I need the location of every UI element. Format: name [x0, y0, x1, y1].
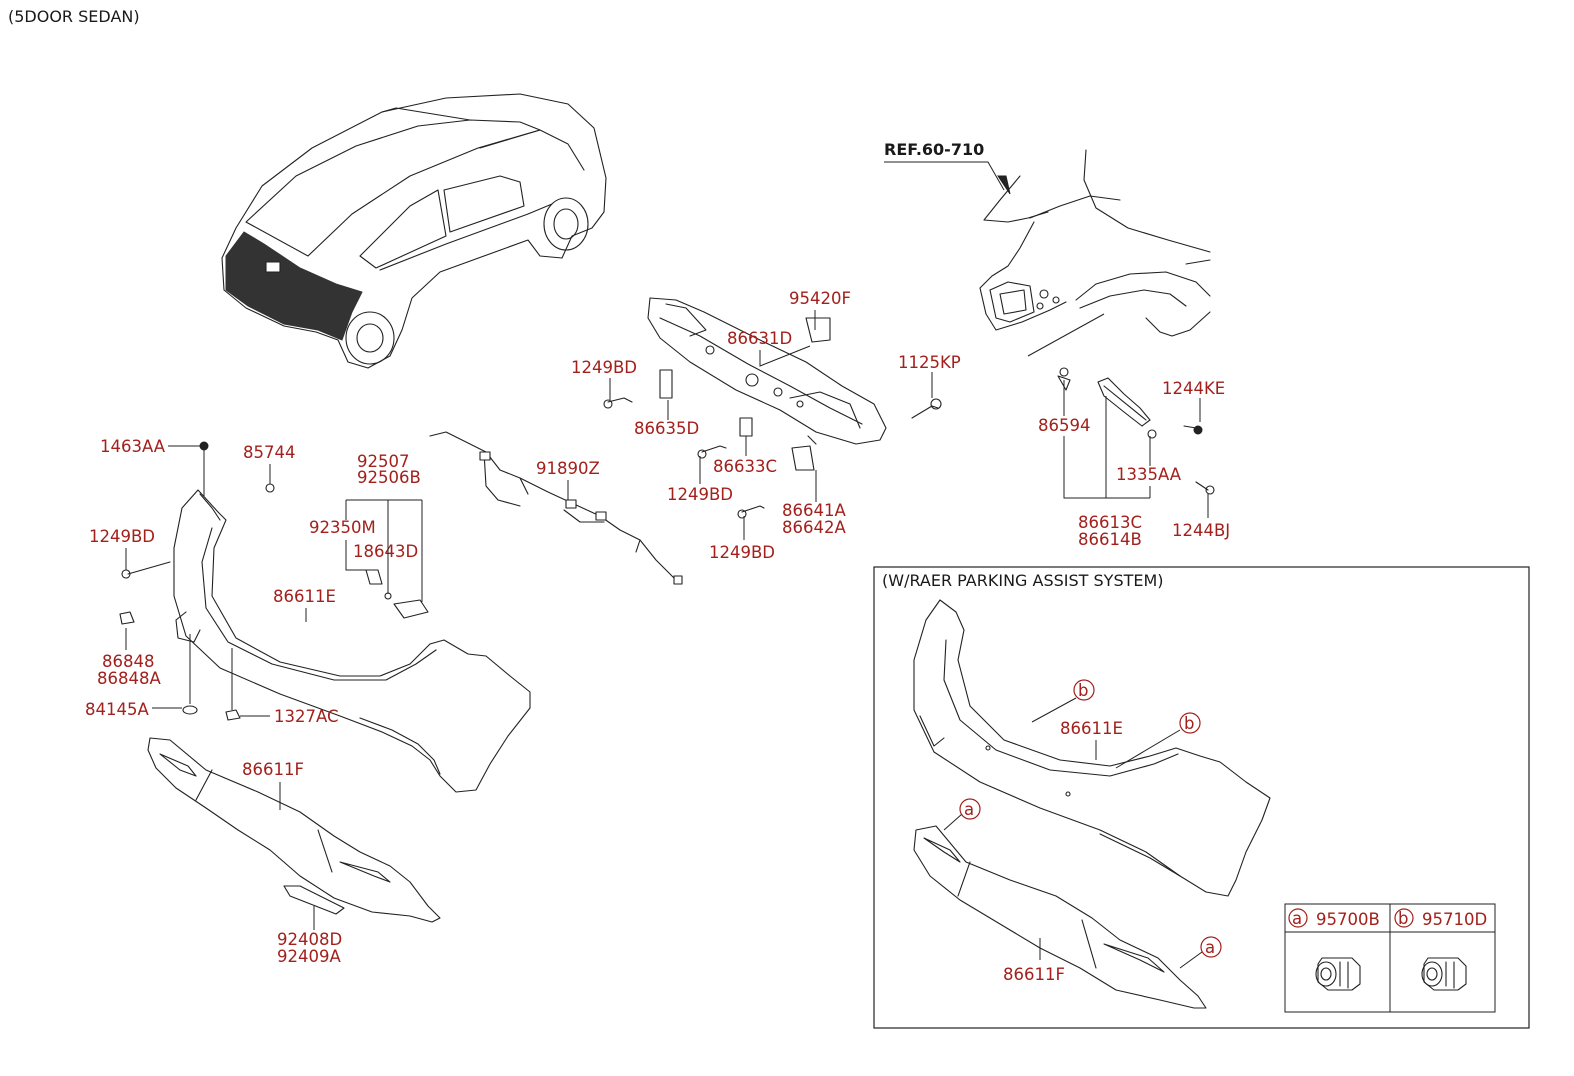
body-side-reference: REF.60-710 [884, 140, 1211, 357]
part-labels: 95420F 86631D 1249BD 86635D 1125KP 86633… [85, 289, 1230, 966]
label-92507: 92507 [357, 452, 410, 471]
label-92408D: 92408D [277, 930, 342, 949]
legend-part-95700B: 95700B [1316, 910, 1380, 929]
label-86635D: 86635D [634, 419, 699, 438]
label-95420F: 95420F [789, 289, 851, 308]
vehicle-illustration [221, 93, 607, 369]
pa-marker-a-right: a [1205, 938, 1215, 957]
label-86614B: 86614B [1078, 530, 1142, 549]
label-1463AA: 1463AA [100, 437, 166, 456]
label-86641A: 86641A [782, 501, 846, 520]
bumper-hardware [119, 441, 429, 721]
label-86611E: 86611E [273, 587, 336, 606]
sensor-icon-95710D [1421, 957, 1467, 991]
label-1249BD-bumper: 1249BD [89, 527, 155, 546]
label-86611F: 86611F [242, 760, 304, 779]
label-86642A: 86642A [782, 518, 846, 537]
wiring-harness [429, 431, 683, 585]
label-1249BD-lower: 1249BD [709, 543, 775, 562]
parking-assist-panel: (W/RAER PARKING ASSIST SYSTEM) 86611E b … [873, 566, 1530, 1029]
label-86633C: 86633C [713, 457, 777, 476]
sensor-icon-95700B [1315, 957, 1361, 991]
side-brackets [1057, 367, 1215, 495]
rear-bumper-cover [173, 489, 531, 793]
reference-label: REF.60-710 [884, 140, 984, 159]
label-84145A: 84145A [85, 700, 149, 719]
label-1335AA: 1335AA [1116, 465, 1182, 484]
label-1125KP: 1125KP [898, 353, 961, 372]
pa-label-86611F: 86611F [1003, 965, 1065, 984]
label-92350M: 92350M [309, 518, 376, 537]
label-92506B: 92506B [357, 468, 421, 487]
pa-label-86611E: 86611E [1060, 719, 1123, 738]
label-85744: 85744 [243, 443, 296, 462]
parking-assist-title: (W/RAER PARKING ASSIST SYSTEM) [882, 571, 1164, 590]
sensor-legend-table: a 95700B b 95710D [1284, 903, 1496, 1013]
pa-marker-b-upper: b [1078, 681, 1088, 700]
variant-title: (5DOOR SEDAN) [8, 7, 140, 26]
rear-beam-assembly [603, 297, 942, 519]
legend-marker-b: b [1398, 909, 1408, 928]
label-86594: 86594 [1038, 416, 1091, 435]
pa-marker-b-right: b [1184, 714, 1194, 733]
label-92409A: 92409A [277, 947, 341, 966]
legend-marker-a: a [1292, 909, 1302, 928]
label-1244KE: 1244KE [1162, 379, 1225, 398]
lower-bumper-panel [147, 737, 441, 923]
legend-part-95710D: 95710D [1422, 910, 1487, 929]
label-18643D: 18643D [353, 542, 418, 561]
label-86848: 86848 [102, 652, 155, 671]
label-1244BJ: 1244BJ [1172, 521, 1230, 540]
label-1249BD-beam: 1249BD [571, 358, 637, 377]
label-1249BD-center: 1249BD [667, 485, 733, 504]
label-86631D: 86631D [727, 329, 792, 348]
label-86613C: 86613C [1078, 513, 1142, 532]
leader-lines [125, 310, 1209, 930]
label-86848A: 86848A [97, 669, 161, 688]
label-91890Z: 91890Z [536, 459, 600, 478]
pa-marker-a-left: a [964, 800, 974, 819]
label-1327AC: 1327AC [274, 707, 339, 726]
